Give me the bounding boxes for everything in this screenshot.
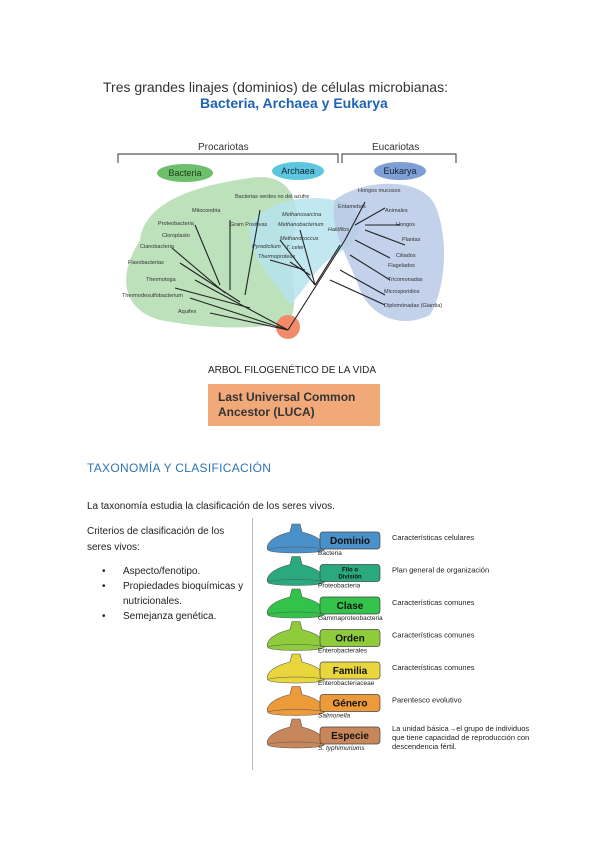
rank-box bbox=[319, 629, 381, 647]
rank-vessel-base bbox=[267, 741, 325, 749]
leaf-eukarya: Flagelados bbox=[388, 263, 415, 269]
leaf-bacteria: Thermodesulfobacterium bbox=[122, 293, 183, 299]
rank-name: División bbox=[338, 575, 362, 581]
intro-paragraph: La taxonomía estudia la clasificación de… bbox=[87, 501, 335, 512]
leaf-eukarya: Tricomonadas bbox=[388, 277, 423, 283]
leaf-bacteria: Thermotoga bbox=[146, 277, 177, 283]
leaf-eukarya: Entamebas bbox=[338, 204, 366, 210]
leaf-eukarya: Diplomónadas (Giardia) bbox=[384, 303, 442, 309]
phylogenetic-tree-figure: Procariotas Eucariotas Bacteria Archaea bbox=[117, 142, 457, 376]
label-eucariotas: Eucariotas bbox=[372, 142, 419, 153]
section-title: TAXONOMÍA Y CLASIFICACIÓN bbox=[87, 461, 272, 475]
criteria-list: Aspecto/fenotipo. Propiedades bioquímica… bbox=[102, 564, 252, 624]
rank-box bbox=[319, 726, 381, 745]
rank-vessel-icon bbox=[266, 621, 326, 648]
rank-name: Familia bbox=[333, 666, 368, 677]
leaf-eukarya: Animales bbox=[385, 208, 408, 214]
rank-vessel-icon bbox=[266, 523, 326, 551]
rank-description: Características celulares bbox=[392, 533, 474, 542]
rank-description: La unidad básica→el grupo de individuos bbox=[392, 724, 529, 733]
rank-vessel-icon bbox=[266, 588, 326, 616]
label-procariotas: Procariotas bbox=[198, 142, 249, 153]
rank-box bbox=[319, 531, 381, 550]
rank-box bbox=[319, 694, 381, 712]
leaf-eukarya: Ciliados bbox=[396, 253, 416, 259]
domain-bacteria: Bacteria bbox=[168, 168, 201, 178]
rank-name: Orden bbox=[335, 634, 364, 645]
criteria-title: Criterios de clasificación de los seres … bbox=[87, 526, 225, 553]
leaf-archaea: Thermoproteus bbox=[258, 254, 296, 260]
rank-description: Características comunes bbox=[392, 598, 475, 607]
column-divider bbox=[252, 518, 253, 770]
rank-description: Características comunes bbox=[392, 631, 475, 640]
leaf-bacteria: Aquifex bbox=[178, 309, 197, 315]
rank-vessel-icon bbox=[266, 653, 326, 681]
leaf-eukarya: Hongos bbox=[396, 222, 415, 228]
rank-example: Gammaproteobacteria bbox=[318, 615, 383, 622]
leaf-archaea: Halófilos bbox=[328, 227, 349, 233]
criteria-item: Propiedades bioquímicas y nutricionales. bbox=[102, 579, 252, 609]
rank-description: que tiene capacidad de reproducción con bbox=[392, 733, 529, 742]
rank-vessel-icon bbox=[266, 556, 326, 583]
rank-box bbox=[319, 661, 381, 680]
domain-eukarya: Eukarya bbox=[383, 166, 416, 176]
rank-vessel-base bbox=[267, 644, 325, 651]
rank-vessel-icon bbox=[266, 686, 326, 713]
leaf-eukarya: Hongos mucosos bbox=[358, 188, 401, 194]
rank-vessel-base bbox=[267, 611, 325, 619]
leaf-bacteria: Cianobacteria bbox=[140, 244, 175, 250]
rank-box bbox=[319, 564, 381, 582]
rank-example: Bacteria bbox=[318, 550, 342, 557]
rank-name: Género bbox=[332, 699, 367, 710]
leaf-bacteria: Gram Positivas bbox=[230, 222, 268, 228]
rank-example: Enterobacterales bbox=[318, 648, 368, 655]
rank-vessel-base bbox=[267, 546, 325, 554]
tree-caption: ARBOL FILOGENÉTICO DE LA VIDA bbox=[208, 363, 376, 376]
leaf-archaea: Methanosarcina bbox=[282, 212, 321, 218]
leaf-archaea: T. celer bbox=[286, 245, 305, 251]
rank-example: Salmonella bbox=[318, 713, 351, 720]
leaf-bacteria: Proteobacteria bbox=[158, 221, 195, 227]
rank-description: Parentesco evolutivo bbox=[392, 696, 462, 705]
leaf-bacteria: Bacterias verdes no del azufre bbox=[235, 194, 309, 200]
rank-box bbox=[319, 596, 381, 615]
luca-line2: Ancestor (LUCA) bbox=[218, 405, 315, 419]
rank-example: Enterobacteriaceae bbox=[318, 680, 375, 687]
rank-name: Filo o bbox=[342, 568, 358, 574]
figure-subtitle: Bacteria, Archaea y Eukarya bbox=[200, 95, 388, 111]
rank-vessel-base bbox=[267, 579, 325, 586]
domain-archaea: Archaea bbox=[281, 166, 315, 176]
leaf-bacteria: Mitocondria bbox=[192, 208, 221, 214]
rank-example: Proteobacteria bbox=[318, 583, 361, 590]
leaf-bacteria: Cloroplasto bbox=[162, 233, 190, 239]
rank-description: Características comunes bbox=[392, 663, 475, 672]
leaf-archaea: Pyrodictium bbox=[252, 244, 281, 250]
rank-vessel-base bbox=[267, 709, 325, 716]
luca-line1: Last Universal Common bbox=[218, 390, 356, 404]
leaf-eukarya: Microsporidios bbox=[384, 289, 420, 295]
leaf-eukarya: Plantas bbox=[402, 237, 421, 243]
leaf-archaea: Methanococcus bbox=[280, 236, 319, 242]
rank-vessel-icon bbox=[266, 718, 326, 746]
criteria-item: Semejanza genética. bbox=[102, 609, 252, 624]
figure-title: Tres grandes linajes (dominios) de célul… bbox=[103, 79, 448, 95]
leaf-bacteria: Flavobacterias bbox=[128, 260, 164, 266]
rank-name: Dominio bbox=[330, 536, 370, 547]
rank-name: Clase bbox=[337, 601, 364, 612]
leaf-archaea: Methanobacterium bbox=[278, 222, 324, 228]
rank-vessel-base bbox=[267, 676, 325, 684]
rank-description: Plan general de organización bbox=[392, 566, 489, 575]
rank-description: descendencia fértil. bbox=[392, 742, 457, 751]
rank-name: Especie bbox=[331, 731, 369, 742]
criteria-item: Aspecto/fenotipo. bbox=[102, 564, 252, 579]
rank-example: S. typhimuriums bbox=[318, 745, 365, 752]
luca-box: Last Universal Common Ancestor (LUCA) bbox=[208, 384, 380, 426]
